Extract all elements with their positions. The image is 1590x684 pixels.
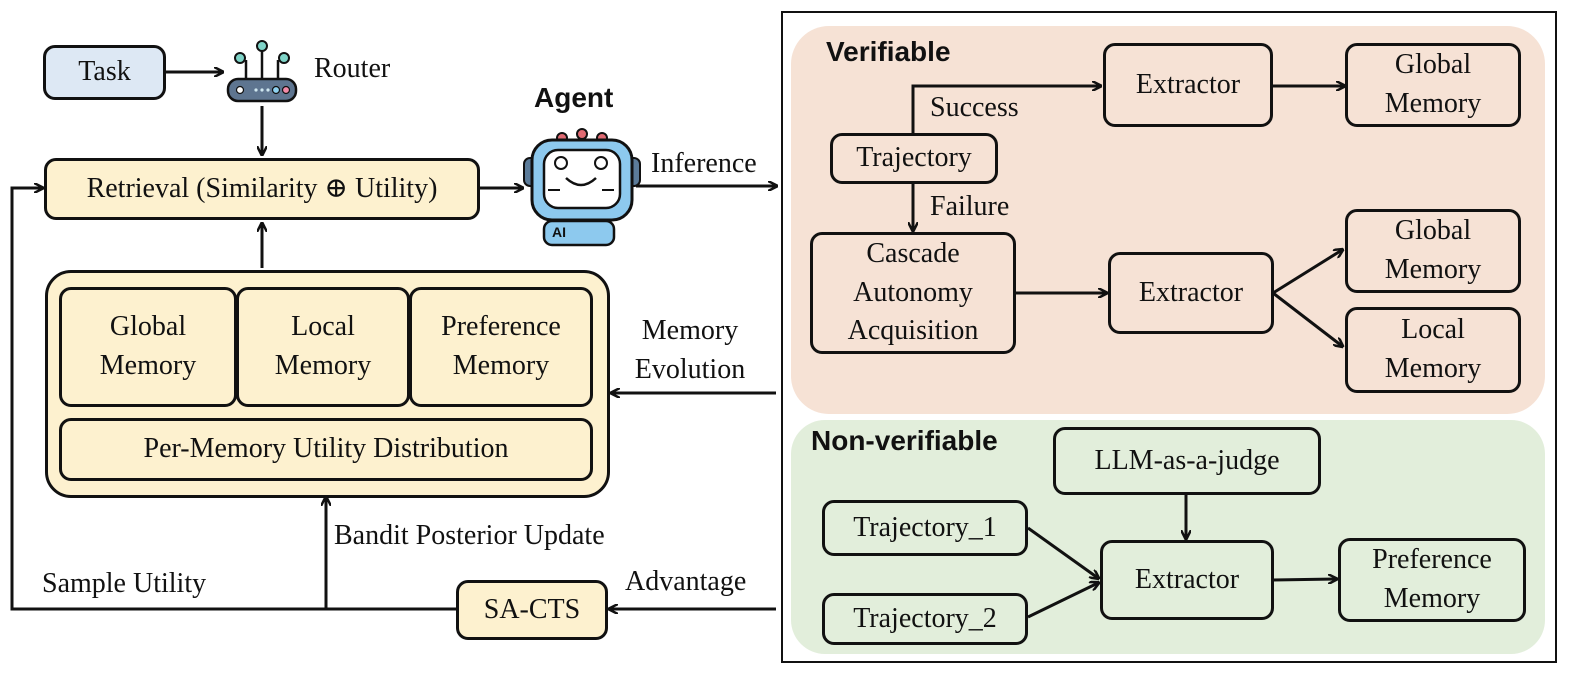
task-box: Task <box>43 45 166 100</box>
preference-memory-nv-label: Preference Memory <box>1372 544 1492 614</box>
local-memory-mid-box: Local Memory <box>1345 307 1521 393</box>
router-icon <box>226 40 298 103</box>
task-label: Task <box>78 56 131 88</box>
cascade-box: Cascade Autonomy Acquisition <box>810 232 1016 354</box>
sa-cts-label: SA-CTS <box>483 593 581 625</box>
sample-utility-loop <box>10 188 456 611</box>
trajectory-2-label: Trajectory_2 <box>853 602 997 634</box>
retrieval-label: Retrieval (Similarity ⊕ Utility) <box>86 172 438 204</box>
extractor-mid-label: Extractor <box>1138 276 1244 308</box>
extractor-to-local-mid-arrow <box>1272 291 1342 346</box>
agent-title: Agent <box>534 82 614 113</box>
extractor-nv-box: Extractor <box>1100 540 1274 620</box>
judge-box: LLM-as-a-judge <box>1053 427 1321 495</box>
preference-memory-box: Preference Memory <box>409 287 593 407</box>
utility-distribution-box: Per-Memory Utility Distribution <box>59 418 593 481</box>
utility-distribution-label: Per-Memory Utility Distribution <box>143 433 509 465</box>
preference-memory-label: Preference Memory <box>441 311 561 381</box>
local-memory-box: Local Memory <box>236 287 410 407</box>
global-memory-top-label: Global Memory <box>1384 49 1482 119</box>
global-memory-label: Global Memory <box>99 311 197 381</box>
trajectory-2-box: Trajectory_2 <box>822 593 1028 645</box>
retrieval-box: Retrieval (Similarity ⊕ Utility) <box>44 158 480 220</box>
robot-agent-icon <box>523 128 641 247</box>
extractor-mid-box: Extractor <box>1108 252 1274 334</box>
extractor-top-box: Extractor <box>1103 43 1273 127</box>
nonverifiable-title: Non-verifiable <box>811 425 998 456</box>
extractor-top-label: Extractor <box>1135 68 1241 100</box>
memory-evolution-label: Memory Evolution <box>634 315 746 385</box>
failure-label: Failure <box>930 191 1010 222</box>
preference-memory-nv-box: Preference Memory <box>1338 538 1526 622</box>
global-memory-mid-box: Global Memory <box>1345 209 1521 293</box>
global-memory-box: Global Memory <box>59 287 237 407</box>
global-memory-mid-label: Global Memory <box>1384 215 1482 285</box>
local-memory-mid-label: Local Memory <box>1384 314 1482 384</box>
trajectory-label: Trajectory <box>856 142 972 174</box>
agent-badge: AI <box>552 224 566 240</box>
judge-label: LLM-as-a-judge <box>1094 444 1280 476</box>
local-memory-label: Local Memory <box>274 311 372 381</box>
global-memory-top-box: Global Memory <box>1345 43 1521 127</box>
success-arrow <box>911 86 1100 133</box>
trajectory-1-label: Trajectory_1 <box>853 511 997 543</box>
trajectory-box: Trajectory <box>830 133 998 184</box>
success-label: Success <box>930 92 1019 123</box>
inference-label: Inference <box>651 148 757 179</box>
traj2-to-extractor-arrow <box>1027 583 1098 619</box>
cascade-label: Cascade Autonomy Acquisition <box>847 238 979 347</box>
extractor-nv-label: Extractor <box>1134 563 1240 595</box>
traj1-to-extractor-arrow <box>1027 526 1098 578</box>
verifiable-title: Verifiable <box>826 36 951 67</box>
trajectory-1-box: Trajectory_1 <box>822 500 1028 556</box>
router-label: Router <box>314 53 391 84</box>
feedback-panel-frame <box>781 11 1557 663</box>
sa-cts-box: SA-CTS <box>456 580 608 640</box>
bandit-update-label: Bandit Posterior Update <box>334 520 605 551</box>
advantage-label: Advantage <box>625 566 747 597</box>
extractor-to-preference-arrow <box>1272 579 1336 580</box>
extractor-to-global-mid-arrow <box>1272 250 1342 295</box>
sample-utility-label: Sample Utility <box>42 568 207 599</box>
